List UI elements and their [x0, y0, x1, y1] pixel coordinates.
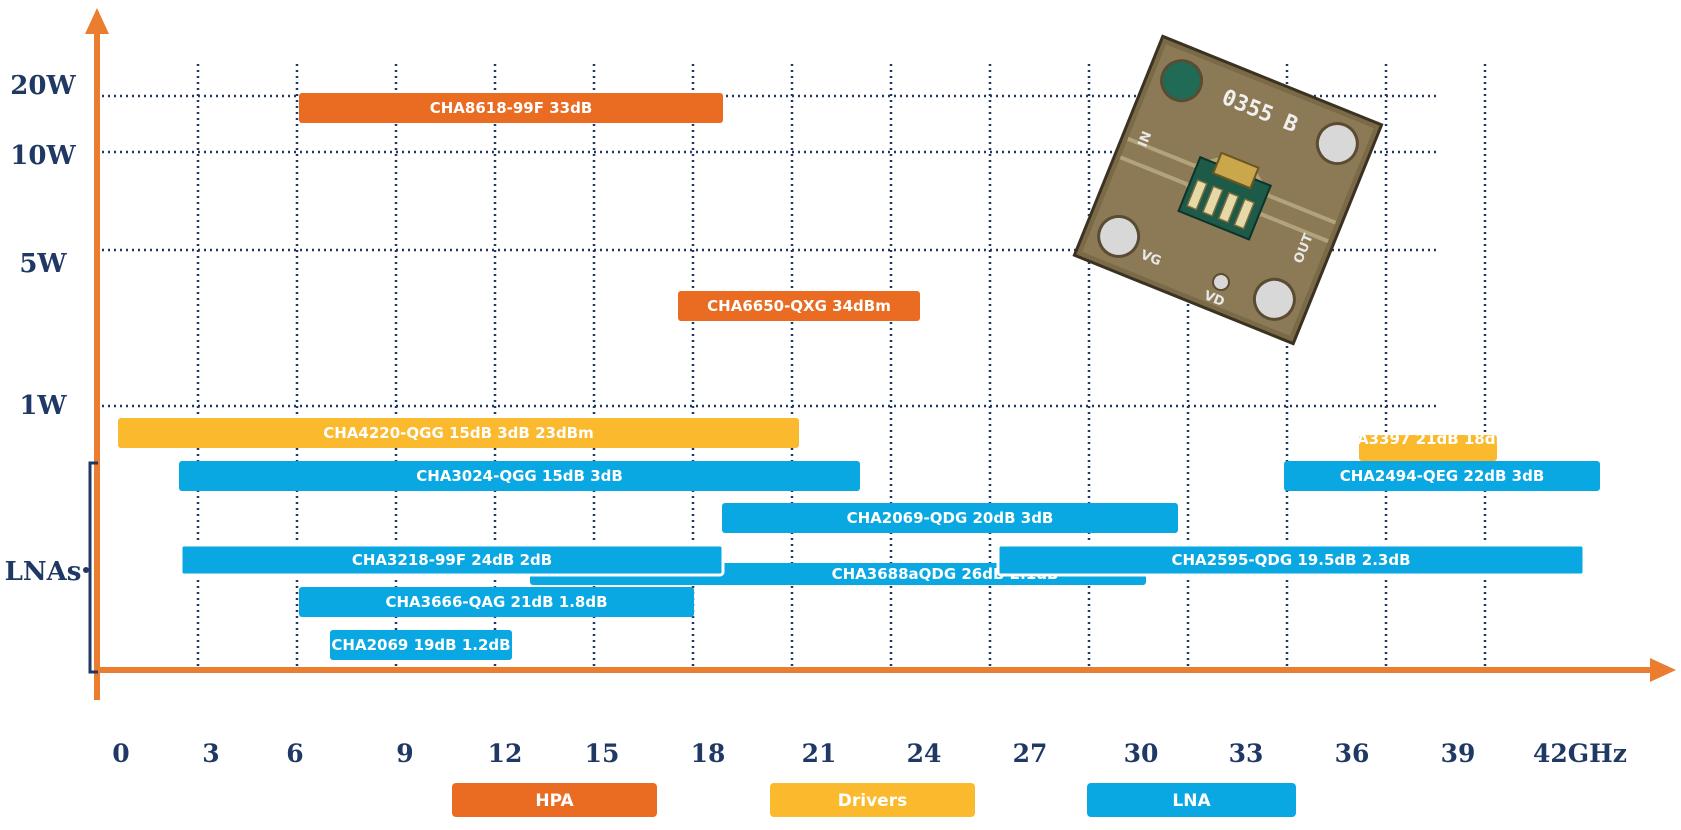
bar-rect	[1284, 461, 1600, 491]
y-group-label: LNAs	[5, 557, 82, 587]
bar-label: CHA8618-99F 33dB	[430, 99, 593, 117]
bar-lna: CHA2069 19dB 1.2dB	[330, 630, 512, 660]
via	[1211, 273, 1230, 292]
pad-label: VD	[1202, 288, 1227, 310]
bar-rect	[1359, 435, 1497, 461]
x-tick-label: 18	[691, 739, 726, 768]
bar-drivers: CHA3397 21dB 18dBm	[1333, 430, 1523, 461]
bar-label: CHA3397 21dB 18dBm	[1333, 430, 1522, 448]
die	[1211, 151, 1260, 190]
bar-rect	[722, 503, 1178, 533]
y-axis-arrow	[85, 8, 109, 34]
y-tick-label: 5W	[19, 249, 67, 279]
bar-hpa: CHA6650-QXG 34dBm	[678, 291, 920, 321]
legend-label: Drivers	[838, 791, 907, 811]
x-tick-label: 3	[202, 739, 219, 768]
bar-drivers: CHA4220-QGG 15dB 3dB 23dBm	[118, 418, 799, 448]
bar-lna: CHA3218-99F 24dB 2dB	[179, 543, 725, 577]
pad-label: IN	[1136, 129, 1156, 149]
bar-label: CHA2595-QDG 19.5dB 2.3dB	[1171, 551, 1410, 569]
legend-item-hpa: HPA	[452, 783, 657, 817]
capacitor	[1201, 185, 1224, 217]
x-tick-label: 30	[1124, 739, 1159, 768]
x-tick-label: 33	[1229, 739, 1264, 768]
x-tick-label: 15	[585, 739, 620, 768]
legend-label: LNA	[1172, 791, 1211, 811]
mounting-hole	[1315, 122, 1359, 166]
bar-rect	[996, 543, 1586, 577]
bar-rect	[678, 291, 920, 321]
legend-swatch	[1087, 783, 1296, 817]
legend-item-drivers: Drivers	[770, 783, 975, 817]
lnas-bracket	[88, 461, 98, 674]
y-tick-label: 10W	[10, 141, 76, 171]
bars-layer: CHA8618-99F 33dB CHA6650-QXG 34dBmCHA4220…	[118, 93, 1600, 660]
bar-rect	[330, 630, 512, 660]
x-tick-label: 21	[802, 739, 837, 768]
x-tick-label: 39	[1441, 739, 1476, 768]
legend: HPA Drivers LNA	[452, 783, 1296, 817]
y-tick-label: 1W	[19, 391, 67, 421]
mounting-hole	[1252, 277, 1296, 321]
legend-swatch	[452, 783, 657, 817]
bar-lna: CHA3024-QGG 15dB 3dB	[179, 461, 860, 491]
bar-label: CHA6650-QXG 34dBm	[707, 297, 891, 315]
pad-label: VG	[1138, 248, 1163, 270]
bar-label: CHA3666-QAG 21dB 1.8dB	[385, 593, 607, 611]
bar-rect	[299, 93, 723, 123]
x-tick-label: 9	[396, 739, 413, 768]
bar-lna: CHA3666-QAG 21dB 1.8dB	[299, 587, 694, 617]
x-tick-label: 0	[112, 739, 129, 768]
bar-rect	[299, 587, 694, 617]
bar-label: CHA3218-99F 24dB 2dB	[352, 551, 552, 569]
capacitor	[1217, 191, 1240, 224]
legend-swatch	[770, 783, 975, 817]
x-axis-arrow	[1650, 658, 1676, 682]
x-tick-label: 12	[488, 739, 523, 768]
bar-lna: CHA2494-QEG 22dB 3dB	[1284, 461, 1600, 491]
bar-label: CHA2069-QDG 20dB 3dB	[847, 509, 1054, 527]
bar-label: CHA2494-QEG 22dB 3dB	[1340, 467, 1545, 485]
bar-lna: CHA2069-QDG 20dB 3dB	[722, 503, 1178, 533]
legend-item-lna: LNA	[1087, 783, 1296, 817]
y-tick-label: 20W	[10, 71, 76, 101]
lnas-bracket-dot	[83, 567, 89, 573]
bar-label: CHA3024-QGG 15dB 3dB	[416, 467, 623, 485]
x-tick-label: 27	[1013, 739, 1048, 768]
x-tick-label: 36	[1335, 739, 1370, 768]
capacitor	[1233, 197, 1256, 230]
bar-lna: CHA2595-QDG 19.5dB 2.3dB	[996, 543, 1586, 577]
bar-label: CHA4220-QGG 15dB 3dB 23dBm	[323, 424, 594, 442]
mounting-hole	[1160, 59, 1204, 103]
bar-rect	[179, 543, 725, 577]
mounting-hole	[1097, 214, 1141, 258]
x-tick-label: 6	[286, 739, 303, 768]
bar-rect	[179, 461, 860, 491]
bar-rect	[118, 418, 799, 448]
legend-label: HPA	[535, 791, 574, 811]
bar-label: CHA2069 19dB 1.2dB	[331, 636, 510, 654]
x-tick-label: 24	[907, 739, 942, 768]
capacitor	[1186, 178, 1208, 211]
x-tick-label: 42GHz	[1533, 739, 1627, 768]
bar-hpa: CHA8618-99F 33dB	[299, 93, 723, 123]
